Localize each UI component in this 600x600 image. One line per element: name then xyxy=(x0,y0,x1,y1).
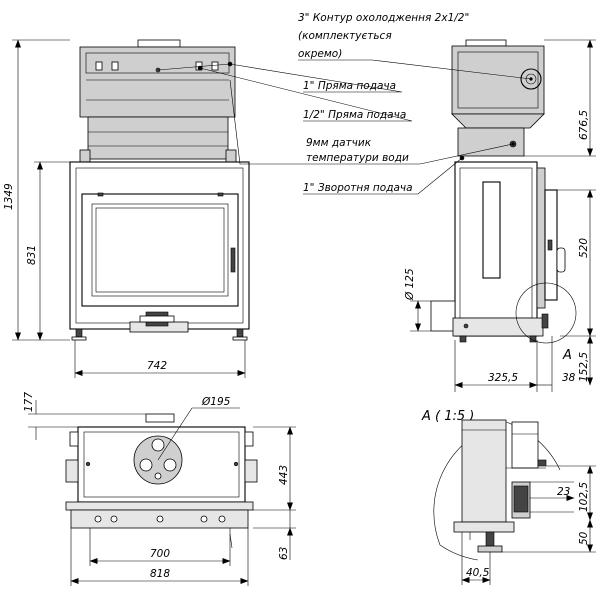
front-view xyxy=(69,39,250,341)
detail-a-title: А ( 1:5 ) xyxy=(421,409,474,424)
dim-plan-front: 63 xyxy=(278,547,290,560)
annotations: 3" Контур охолодження 2х1/2" (комплектує… xyxy=(157,12,533,195)
dim-side-bottom: 152,5 xyxy=(578,352,590,382)
return-supply-label: 1" Зворотня подача xyxy=(303,182,413,194)
plan-dimensions: 177 Ø195 443 63 700 818 xyxy=(23,392,296,586)
dim-detail-40: 40,5 xyxy=(466,567,490,579)
dim-body-height: 831 xyxy=(26,245,38,265)
direct-supply-1in-label: 1" Пряма подача xyxy=(303,80,396,92)
front-dimensions: 1349 831 742 xyxy=(3,39,246,378)
dim-pipe-diameter: Ø 125 xyxy=(404,268,416,301)
dim-side-offset: 38 xyxy=(562,372,576,384)
dim-detail-102: 102,5 xyxy=(578,482,590,512)
direct-supply-half-label: 1/2" Пряма подача xyxy=(303,109,406,121)
detail-dimensions: 23 102,5 50 40,5 xyxy=(461,465,596,585)
plan-view xyxy=(65,413,258,549)
cooling-circuit-label-1: 3" Контур охолодження 2х1/2" xyxy=(298,12,469,24)
side-view: А xyxy=(430,39,577,363)
dim-detail-50: 50 xyxy=(578,531,590,545)
dim-detail-23: 23 xyxy=(557,486,570,498)
dim-top-depth: 177 xyxy=(23,392,35,412)
dim-plan-width-outer: 818 xyxy=(150,568,170,580)
detail-a-label: А xyxy=(562,348,572,363)
side-dimensions: 676,5 520 Ø 125 325,5 38 152,5 xyxy=(404,39,596,392)
cooling-circuit-label-2: (комплектується xyxy=(298,30,392,42)
dim-plan-depth: 443 xyxy=(278,465,290,485)
sensor-label-1: 9мм датчик xyxy=(306,137,372,149)
dim-side-body-height: 520 xyxy=(578,238,590,258)
cooling-circuit-label-3: окремо) xyxy=(298,48,342,60)
dim-side-depth: 325,5 xyxy=(488,372,518,384)
dim-side-top-height: 676,5 xyxy=(578,110,590,140)
detail-a-view: А ( 1:5 ) xyxy=(421,409,561,561)
sensor-label-2: температури води xyxy=(306,152,409,164)
dim-total-height: 1349 xyxy=(3,183,15,210)
dim-plan-width-inner: 700 xyxy=(150,548,170,560)
dim-flue-diameter: Ø195 xyxy=(201,396,231,408)
dim-front-width: 742 xyxy=(147,360,167,372)
